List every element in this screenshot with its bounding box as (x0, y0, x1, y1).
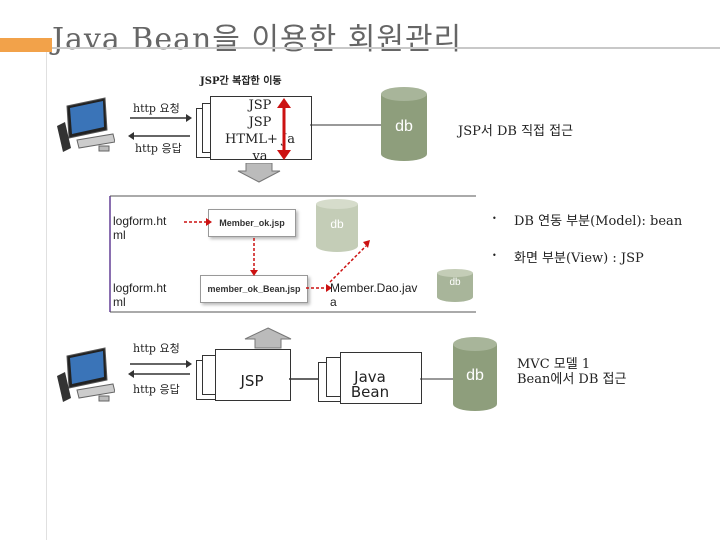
jsp-stack-front (215, 349, 291, 401)
bullet-dot-1: • (492, 214, 497, 223)
logform-label-top: logform.ht ml (113, 214, 167, 242)
bullet-model: DB 연동 부분(Model): bean (514, 214, 683, 229)
title-underline (52, 47, 720, 49)
jsp-jump-arrow (277, 98, 291, 160)
member-ok-jsp-box: Member_ok.jsp (208, 209, 296, 237)
title-accent-bar (0, 38, 52, 52)
jsp-db-link (310, 124, 382, 126)
bullet-dot-2: • (492, 251, 497, 260)
red-dashed-arrows (184, 218, 370, 292)
middle-frame-lines (109, 195, 476, 313)
request-arrow-bottom (130, 360, 192, 368)
http-response-label: http 응답 (135, 142, 182, 155)
member-dao-label: Member.Dao.jav a (330, 281, 418, 309)
page-stack-front (210, 96, 312, 160)
response-arrow-bottom (128, 370, 190, 378)
response-arrow (128, 132, 190, 140)
db-label-light: db (330, 217, 344, 231)
db-cylinder-small (437, 269, 473, 302)
logform-label-bottom: logform.ht ml (113, 281, 167, 309)
page-title: Java Bean을 이용한 회원관리 (52, 22, 463, 57)
bean-label: Java Bean (350, 368, 390, 401)
http-response-label-bottom: http 응답 (133, 383, 180, 396)
computer-icon-bottom (57, 347, 115, 402)
db-cylinder-top (381, 87, 427, 161)
bean-db-arrow (420, 378, 456, 380)
db-label-small: db (449, 277, 461, 288)
bottom-note: MVC 모델 1 Bean에서 DB 접근 (517, 357, 627, 387)
top-note: JSP서 DB 직접 접근 (458, 124, 574, 139)
http-request-label-bottom: http 요청 (133, 342, 180, 355)
request-arrow (130, 114, 192, 122)
computer-icon (57, 97, 115, 152)
db-cylinder-bottom (453, 337, 497, 411)
up-arrow-shape (244, 327, 292, 349)
db-label-bottom: db (466, 367, 484, 384)
db-cylinder-light (316, 199, 358, 252)
http-request-label: http 요청 (133, 102, 180, 115)
jsp-page-text: JSP JSP HTML+ Ja va (225, 98, 295, 164)
db-label-top: db (395, 118, 413, 135)
left-vertical-rule (46, 52, 47, 540)
top-caption: JSP간 복잡한 이동 (200, 76, 282, 87)
down-arrow-shape (237, 163, 281, 183)
jsp-label-bottom: JSP (240, 372, 264, 390)
bullet-view: 화면 부분(View) : JSP (514, 251, 644, 266)
bean-stack-front (340, 352, 422, 404)
